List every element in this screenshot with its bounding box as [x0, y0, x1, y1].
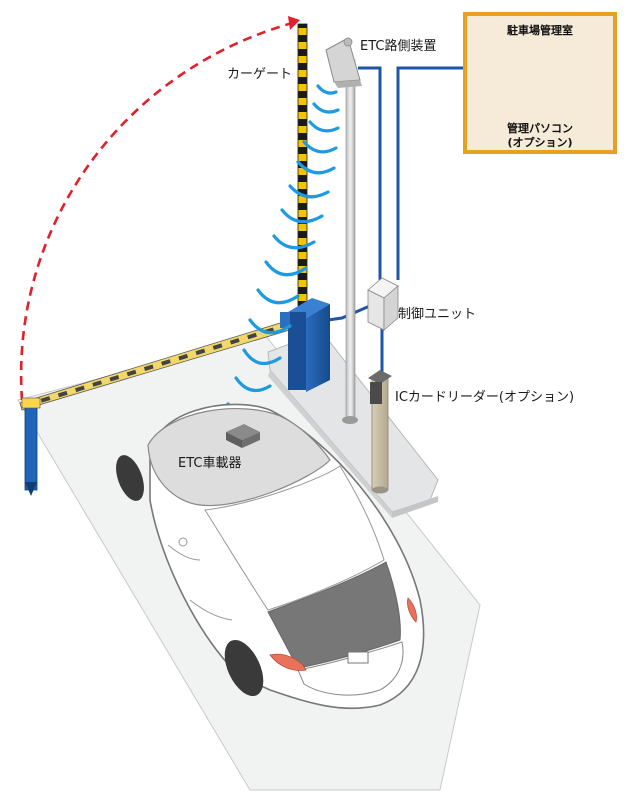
- parking-office-panel: 駐車場管理室 管理パソコン (オプション): [463, 12, 617, 154]
- gate-rest-post: [21, 397, 41, 496]
- pc-caption-line2: (オプション): [507, 136, 573, 149]
- network-cables: [327, 66, 468, 372]
- ic-card-reader: [368, 370, 392, 494]
- pc-caption-line1: 管理パソコン: [507, 122, 573, 135]
- car: [116, 403, 425, 710]
- office-title: 駐車場管理室: [507, 24, 573, 37]
- label-etc-onboard: ETC車載器: [178, 456, 242, 471]
- gate-box: [280, 298, 330, 392]
- management-pc-caption: 管理パソコン (オプション): [467, 122, 613, 150]
- control-unit-box: [367, 277, 399, 331]
- label-ic-reader: ICカードリーダー(オプション): [395, 390, 575, 405]
- etc-onboard-unit: [226, 424, 260, 448]
- label-etc-roadside: ETC路側装置: [360, 39, 437, 54]
- etc-roadside-unit: [325, 37, 362, 424]
- label-control-unit: 制御ユニット: [398, 307, 477, 322]
- label-car-gate: カーゲート: [227, 67, 293, 82]
- arc-arrowhead: [288, 16, 300, 30]
- gate-swing-arc: [19, 20, 297, 401]
